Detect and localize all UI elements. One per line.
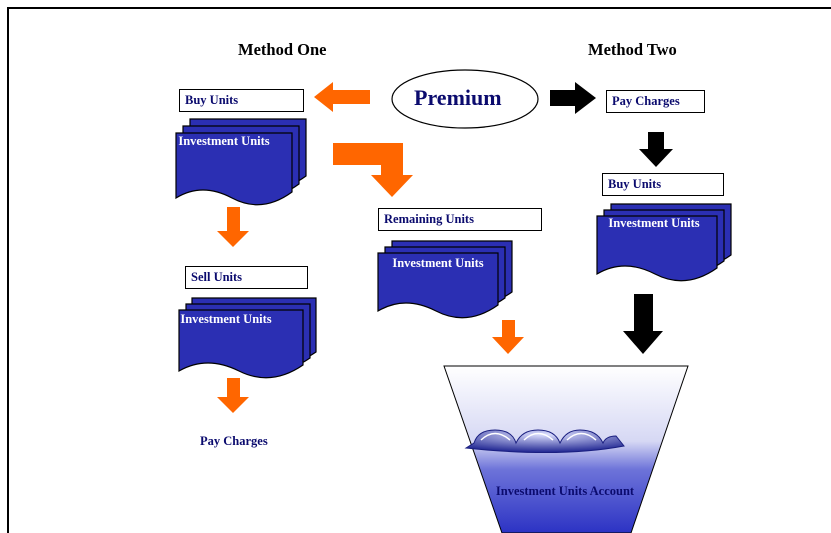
premium-label: Premium — [414, 85, 502, 110]
document-stack-icon — [178, 297, 317, 379]
funnel-label: Investment Units Account — [495, 484, 635, 498]
m1-pay-charges-label: Pay Charges — [200, 434, 268, 448]
arrow-down-icon — [217, 207, 249, 247]
arrow-down-icon — [623, 294, 663, 354]
m2-buy-units-box: Buy Units — [602, 173, 724, 196]
remaining-units-box: Remaining Units — [378, 208, 542, 231]
m1-sell-doc-label: Investment Units — [180, 312, 272, 326]
method-two-heading: Method Two — [588, 40, 677, 59]
document-stack-icon — [175, 118, 307, 206]
m2-buy-doc-label: Investment Units — [608, 216, 700, 230]
m1-buy-doc-label: Investment Units — [178, 134, 270, 148]
diagram-frame — [7, 7, 831, 533]
method-one-heading: Method One — [238, 40, 327, 59]
arrow-down-icon — [639, 132, 673, 167]
arrow-down-icon — [217, 378, 249, 413]
funnel-icon — [443, 365, 689, 533]
document-stack-icon — [377, 240, 513, 319]
arrow-right-icon — [550, 82, 596, 114]
premium-ellipse — [391, 69, 539, 129]
remaining-doc-label: Investment Units — [392, 256, 484, 270]
m2-pay-charges-box: Pay Charges — [606, 90, 705, 113]
arrow-left-icon — [314, 82, 370, 112]
document-stack-icon — [596, 203, 732, 282]
arrow-bent-down-icon — [333, 143, 413, 197]
m1-buy-units-box: Buy Units — [179, 89, 304, 112]
m1-sell-units-box: Sell Units — [185, 266, 308, 289]
arrow-down-icon — [492, 320, 524, 354]
